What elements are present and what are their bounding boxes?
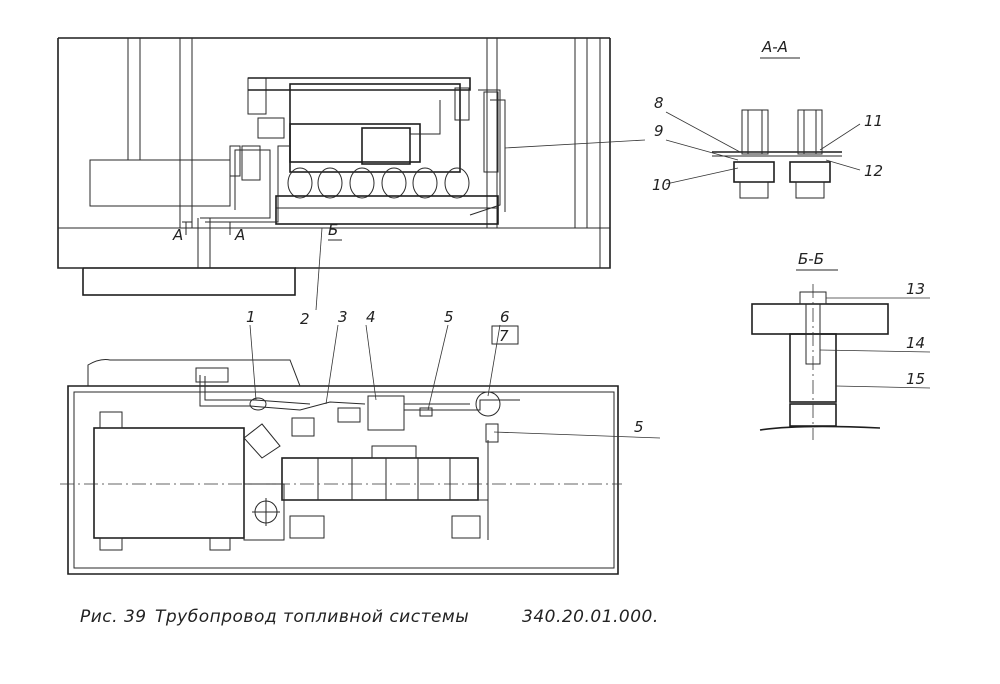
callout-6: 6 (500, 308, 510, 326)
caption-title: Трубопровод топливной системы (155, 607, 469, 627)
caption-code: 340.20.01.000. (522, 607, 659, 627)
callout-14: 14 (906, 334, 925, 352)
callout-3: 3 (338, 308, 348, 326)
callout-13: 13 (906, 280, 925, 298)
figure-caption: Рис. 39 Трубопровод топливной системы 34… (80, 607, 659, 627)
section-mark-b: Б (328, 221, 338, 239)
callout-1: 1 (246, 308, 256, 326)
callout-11: 11 (864, 112, 883, 130)
callout-5b: 5 (634, 418, 644, 436)
section-bb: Б-Б (751, 250, 931, 440)
section-aa: А-А (665, 38, 861, 199)
callout-8: 8 (654, 94, 664, 112)
callout-4: 4 (366, 308, 376, 326)
plan-view (60, 324, 661, 575)
callout-7: 7 (499, 327, 509, 345)
callout-15: 15 (906, 370, 925, 388)
section-mark-a-left: А (172, 226, 183, 244)
side-view: А А Б (57, 37, 646, 311)
callout-10: 10 (652, 176, 671, 194)
callout-12: 12 (864, 162, 883, 180)
caption-prefix: Рис. 39 (80, 607, 147, 627)
section-mark-a-right: А (234, 226, 245, 244)
callout-5: 5 (444, 308, 454, 326)
callouts: 1 2 3 4 5 6 7 5 8 9 10 11 12 13 14 15 (246, 94, 925, 436)
section-aa-title: А-А (761, 38, 788, 56)
callout-9: 9 (654, 122, 664, 140)
callout-2: 2 (300, 310, 310, 328)
section-bb-title: Б-Б (798, 250, 824, 268)
